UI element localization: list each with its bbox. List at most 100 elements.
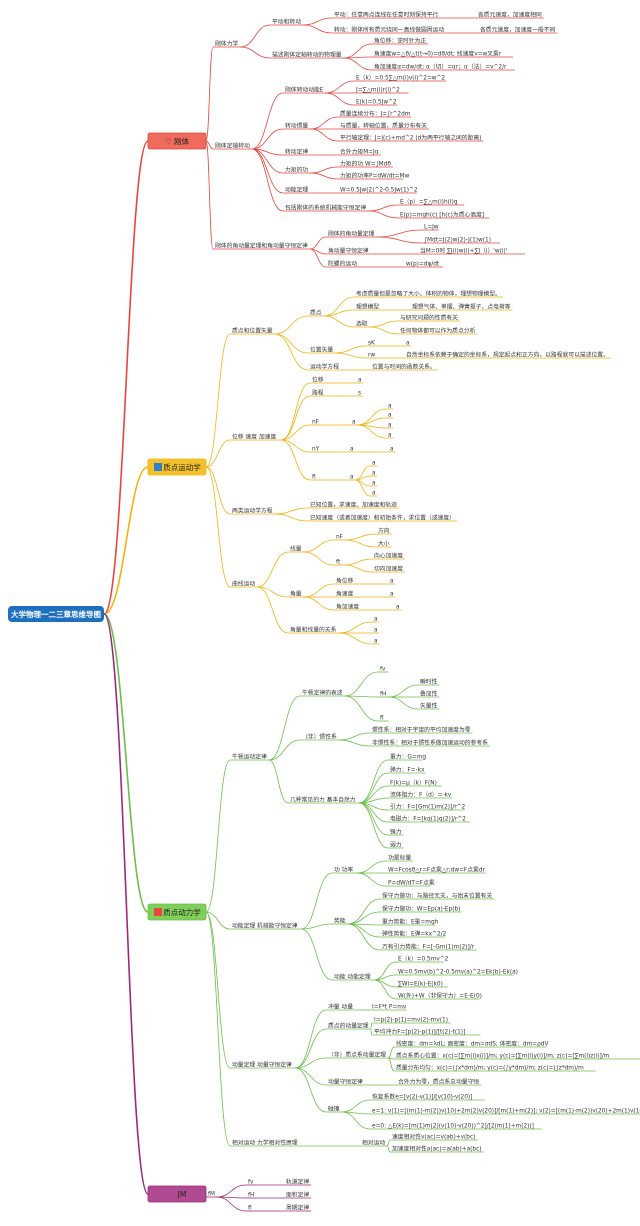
connector [387,1057,395,1072]
node-b1b: W=Fcosθ△r=F点乘△r;dw=F点乘dr [388,866,486,874]
node-n3b1: 当M=0时 ∑J(i)w(i)+∑J（i）'w(i)' [420,247,508,255]
root-connector [103,466,149,615]
node-n2e: 动能定理 [285,186,308,194]
node-b3c: ∑Wi=E(k)-E(k0) [398,982,443,988]
node-d2b: 角速度 [336,590,354,598]
connector [356,860,387,874]
connector [323,309,355,317]
connector [300,872,333,930]
connector [357,424,387,439]
node-c5a: 恢复系数e=[v(2)-v(1)]/[v(10)-v(20)] [372,1093,472,1101]
node-n2d: 力矩的功 [285,166,308,174]
node-d2x: a [390,579,394,585]
node-d: 曲线运动 [232,580,255,588]
branch-label: JM [177,1190,187,1199]
connector [205,333,231,468]
connector [347,898,381,925]
node-a2a: 惯性系：相对于宇宙的平均加速度为零 [372,726,471,734]
connector [338,732,371,741]
connector [268,739,301,761]
connector [216,1184,247,1198]
node-c2b: 平均冲力F=[p(2)-p(1)]/[t(2)-t(1)] [374,1028,465,1036]
node-b5x: a [372,461,376,467]
node-n2d1: 力矩的功 W=∫Mdθ [340,160,391,168]
connector [358,772,389,804]
node-n2c: 转动定律 [285,148,308,156]
connector [358,802,389,836]
node-a3f: 电磁力：F=[kq(1)q(2)]/r^2 [390,815,466,823]
connector [344,671,379,697]
node-b: 位移 速度 加速度 [232,433,276,441]
node-n2e1: W=0.5Jw(2)^2-0.5Jw(1)^2 [340,188,418,194]
node-b5x: a [372,491,376,497]
connector [338,621,373,634]
node-b2: 势能 [334,917,346,925]
node-d1: 相对运动 [362,1139,385,1147]
node-n2f: 包括刚体的系统机械能守恒定律 [285,204,366,212]
connector [347,923,381,938]
connector [310,116,339,130]
branch-icon [154,908,162,916]
connector [309,236,327,250]
node-n1: 刚体力学 [215,40,238,48]
node-n1a1: 平动：任意两点连线在任意时刻保持平行 [334,11,439,19]
node-b1: 位移 [312,376,324,384]
connector [388,684,419,698]
connector [344,558,373,566]
node-c3: （非）质点系动量定理 [328,1051,386,1059]
connector [310,172,339,180]
connector [368,210,399,219]
connector [281,439,311,481]
connector [344,695,379,722]
node-b5: fl [312,475,316,481]
node-b4: nY [312,447,320,453]
node-b3x: a [388,404,392,410]
node-c: 两类运动学方程 [232,507,273,515]
node-n2b1: 质量连续分布：J=∫r^2dm [340,110,411,118]
node-a1a: 考虑质量但是忽略了大小、体积的物体，理想物理模型。 [356,290,501,298]
node-a3: 运动学方程 [310,363,339,371]
root-node[interactable] [8,606,104,622]
node-a2b1: 自然坐标系依赖于确定的坐标系，规定起点和正方向，以路程就可以描述位置。 [406,351,609,359]
connector [358,802,389,849]
node-n3a: 刚体的角动量定理 [328,230,375,238]
node-b3: 动能 动能定理 [334,973,371,981]
node-a2a: 面积定律 [286,1191,309,1199]
node-c5b: e=1: v(1)=[(m(1)-m(2))v(10)+2m(2)v(20)]/… [372,1109,640,1115]
connector [323,315,355,328]
node-c2: 质点的动量定理 [328,1022,369,1030]
connector [257,586,289,634]
node-n2b: 转动惯量 [285,122,308,130]
connector [205,759,231,913]
connector [240,24,271,48]
node-d1a2: 大小 [378,540,390,548]
node-a1: 质点 [310,309,322,317]
connector [268,695,301,761]
node-b1a: a [358,378,362,384]
node-a1b1: 瞬时性 [420,678,438,686]
connector [387,1139,391,1147]
node-a1c1: 与研究问题的性质有关 [400,314,458,322]
node-n2a3: E(k)=0.5Jw^2 [356,100,397,106]
node-a2a1: a [406,341,410,347]
connector [341,1099,371,1113]
connector [376,236,423,244]
node-b1a: 功是标量 [388,854,411,862]
node-d1b1: 向心加速度 [374,552,403,560]
node-a3a: 位置与时间的函数关系。 [372,363,436,371]
connector [373,979,397,1000]
connector [303,596,335,611]
connector [281,424,311,441]
node-a1b: 理想模型 [356,303,379,311]
node-a1c: 选取 [356,320,368,328]
connector [295,1057,327,1069]
node-c3b: 质点系质心位置：x(c)=[∑m(i)x(i)]/m; y(c)=[∑m(i)y… [396,1052,610,1060]
node-b3b: W=0.5mv(b)^2-0.5mv(a)^2=Ek(b)-Ek(a) [398,970,518,976]
connector [344,695,379,698]
node-b2a: s [358,391,361,397]
connector [369,320,399,328]
connector [335,352,367,359]
node-a1b3: 矢量性 [420,702,438,710]
node-d3x: a [374,617,378,623]
node-a1b: fH [380,692,386,698]
